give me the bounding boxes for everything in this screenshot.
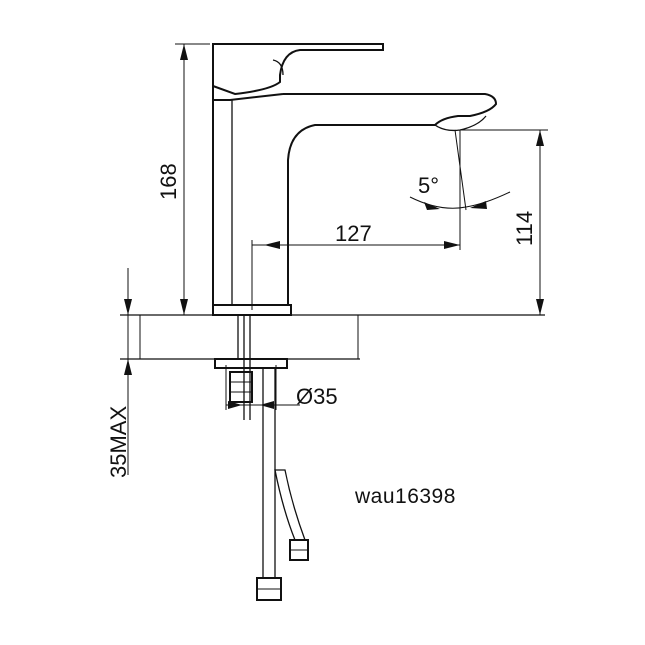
dimension-label-168: 168 [156, 163, 181, 200]
dimension-label-35max: 35MAX [106, 406, 131, 478]
mounting-assembly [214, 315, 288, 420]
dimension-total-height: 168 [156, 43, 210, 315]
dimension-spout-reach: 127 [251, 130, 461, 310]
faucet-body [212, 43, 498, 316]
dimension-hole-diameter: Ø35 [225, 365, 338, 410]
model-code: wau16398 [354, 485, 456, 508]
dimension-label-114: 114 [512, 211, 537, 246]
braided-hoses [256, 367, 309, 601]
dimension-deck-thickness: 35MAX [106, 268, 132, 478]
dimension-spout-height: 114 [460, 129, 548, 315]
dimension-label-angle: 5° [418, 173, 439, 198]
dimension-label-diameter: Ø35 [296, 384, 338, 409]
dimension-spout-angle: 5° [409, 129, 511, 211]
countertop-section [120, 314, 545, 360]
dimension-label-127: 127 [335, 221, 372, 246]
